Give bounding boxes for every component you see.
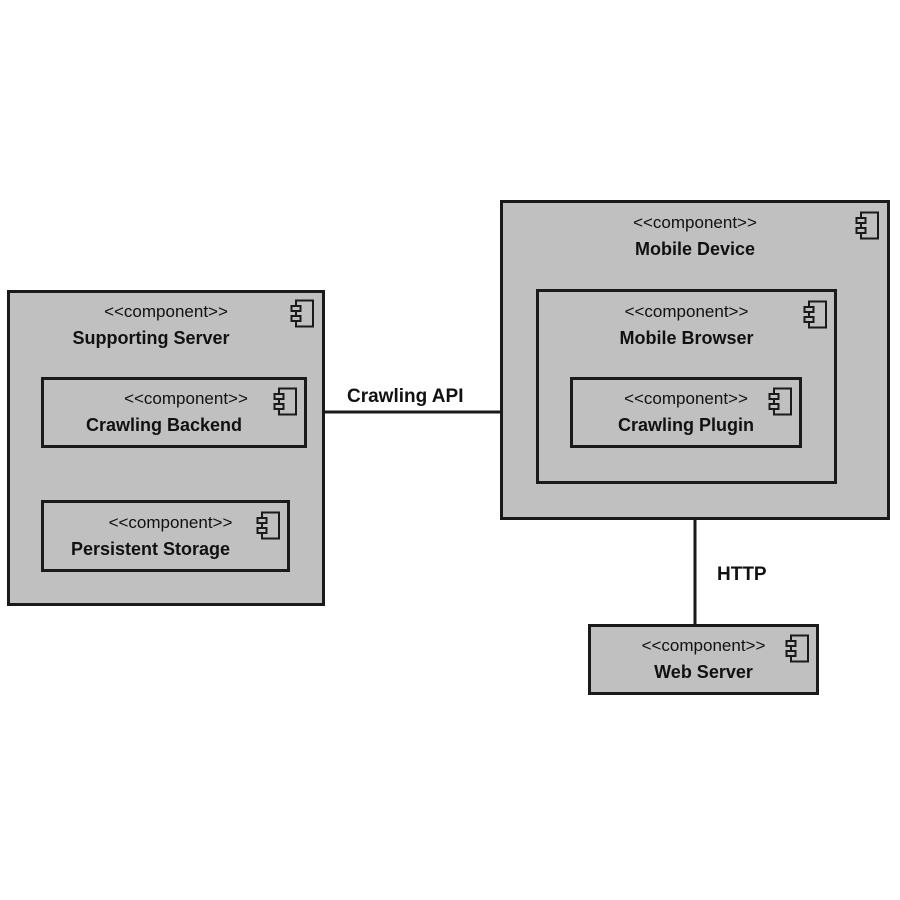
crawling-backend-component[interactable]: <<component>> Crawling Backend <box>41 377 307 448</box>
component-stereotype: <<component>> <box>641 636 766 655</box>
component-name: Crawling Plugin <box>617 415 754 435</box>
component-name: Persistent Storage <box>70 539 231 559</box>
component-stereotype: <<component>> <box>124 389 248 408</box>
crawling-api-label: Crawling API <box>347 386 464 407</box>
component-name: Mobile Device <box>634 239 756 259</box>
component-name: Web Server <box>654 662 753 682</box>
component-stereotype: <<component>> <box>104 302 228 321</box>
crawling-plugin-component[interactable]: <<component>> Crawling Plugin <box>570 377 802 448</box>
component-icon <box>256 511 280 540</box>
component-icon <box>290 299 314 328</box>
component-icon <box>768 387 792 416</box>
component-icon <box>273 387 297 416</box>
component-stereotype: <<component>> <box>108 513 233 532</box>
component-name: Crawling Backend <box>85 415 243 435</box>
persistent-storage-component[interactable]: <<component>> Persistent Storage <box>41 500 290 572</box>
component-stereotype: <<component>> <box>633 213 757 232</box>
web-server-component[interactable]: <<component>> Web Server <box>588 624 819 695</box>
component-icon <box>785 634 809 663</box>
component-stereotype: <<component>> <box>624 389 748 408</box>
component-icon <box>855 211 879 240</box>
component-icon <box>803 300 827 329</box>
component-stereotype: <<component>> <box>624 302 749 321</box>
component-name: Mobile Browser <box>619 328 754 348</box>
http-label: HTTP <box>717 564 767 585</box>
component-name: Supporting Server <box>72 328 230 348</box>
